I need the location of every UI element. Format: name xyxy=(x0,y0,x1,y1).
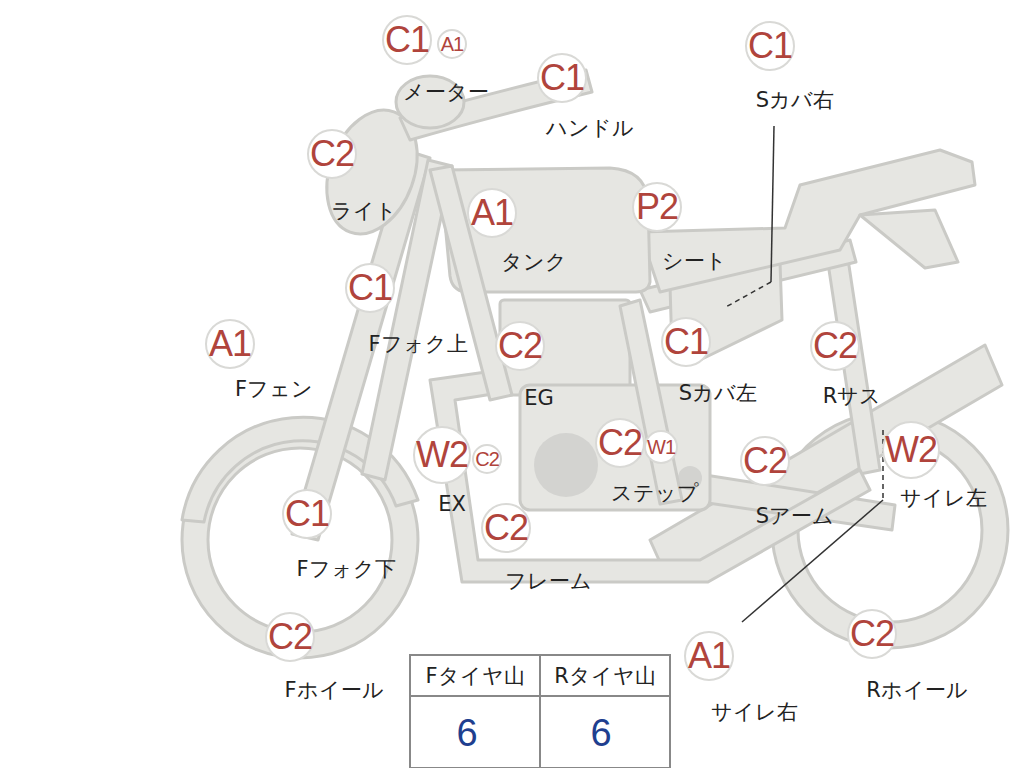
grade-badge: C2 xyxy=(265,612,315,662)
part-name: メーター xyxy=(403,82,489,103)
grade-code: C2 xyxy=(498,328,542,364)
grade-badge: C1 xyxy=(282,489,332,539)
grade-badge-small: W1 xyxy=(644,430,678,464)
grade-code: C2 xyxy=(598,425,642,461)
part-name: Fホイール xyxy=(284,680,383,701)
grade-code: C1 xyxy=(385,22,429,58)
grade-code: W1 xyxy=(647,437,675,457)
part-name: Sアーム xyxy=(756,506,834,527)
part-name: Rサス xyxy=(823,386,882,407)
table-cell: 6 xyxy=(456,714,477,752)
part-name: EG xyxy=(524,388,554,409)
grade-badge: A1 xyxy=(467,188,517,238)
grade-code: A1 xyxy=(471,195,513,231)
grade-badge-small: A1 xyxy=(437,29,467,59)
grade-badge: C1 xyxy=(745,21,795,71)
grade-badge: C1 xyxy=(661,317,711,367)
part-name: Rホイール xyxy=(866,680,968,701)
grade-badge: C1 xyxy=(345,263,395,313)
grade-code: C1 xyxy=(748,28,792,64)
grade-badge: C1 xyxy=(537,53,587,103)
part-name: EX xyxy=(438,494,466,515)
grade-code: C2 xyxy=(813,328,857,364)
part-name: Fフォク上 xyxy=(368,334,467,355)
grade-code: A1 xyxy=(688,638,730,674)
grade-badge: C1 xyxy=(382,15,432,65)
part-name: タンク xyxy=(501,252,567,273)
grade-code: P2 xyxy=(636,189,678,225)
leader-lines xyxy=(724,126,883,622)
grade-badge: A1 xyxy=(205,319,255,369)
grade-badge: P2 xyxy=(632,182,682,232)
grade-code: C1 xyxy=(348,270,392,306)
grade-badge: C2 xyxy=(495,321,545,371)
part-name: サイレ左 xyxy=(900,488,987,509)
grade-code: C1 xyxy=(540,60,584,96)
grade-code: C1 xyxy=(285,496,329,532)
part-name: ライト xyxy=(331,201,397,222)
grade-code: C2 xyxy=(484,510,528,546)
grade-code: C2 xyxy=(310,136,354,172)
grade-code: W2 xyxy=(416,437,468,473)
grade-badge: C2 xyxy=(307,129,357,179)
grade-code: W2 xyxy=(885,432,937,468)
part-name: ステップ xyxy=(611,483,699,504)
grade-code: C2 xyxy=(475,449,499,469)
grade-code: C2 xyxy=(743,443,787,479)
part-name: Sカバ右 xyxy=(756,90,834,111)
grade-badge: C2 xyxy=(481,503,531,553)
grade-badge: A1 xyxy=(684,631,734,681)
grade-code: C2 xyxy=(268,619,312,655)
part-name: Sカバ左 xyxy=(679,383,757,404)
grade-badge: W2 xyxy=(413,426,471,484)
part-name: サイレ右 xyxy=(711,702,798,723)
tyre-table xyxy=(410,655,670,768)
table-header: Fタイヤ山 xyxy=(425,666,524,687)
table-header: Rタイヤ山 xyxy=(554,666,656,687)
grade-badge: C2 xyxy=(847,609,897,659)
grade-badge: C2 xyxy=(810,321,860,371)
part-name: シート xyxy=(662,251,727,272)
grade-code: A1 xyxy=(441,34,463,54)
table-cell: 6 xyxy=(590,714,611,752)
part-name: Fフェン xyxy=(235,379,313,400)
part-name: フレーム xyxy=(505,571,592,592)
grade-badge: C2 xyxy=(740,436,790,486)
grade-code: A1 xyxy=(209,326,251,362)
part-name: ハンドル xyxy=(546,118,634,139)
grade-code: C1 xyxy=(664,324,708,360)
grade-badge: C2 xyxy=(595,418,645,468)
part-name: Fフォク下 xyxy=(296,559,395,580)
grade-code: C2 xyxy=(850,616,894,652)
grade-badge-small: C2 xyxy=(472,444,502,474)
grade-badge: W2 xyxy=(882,421,940,479)
